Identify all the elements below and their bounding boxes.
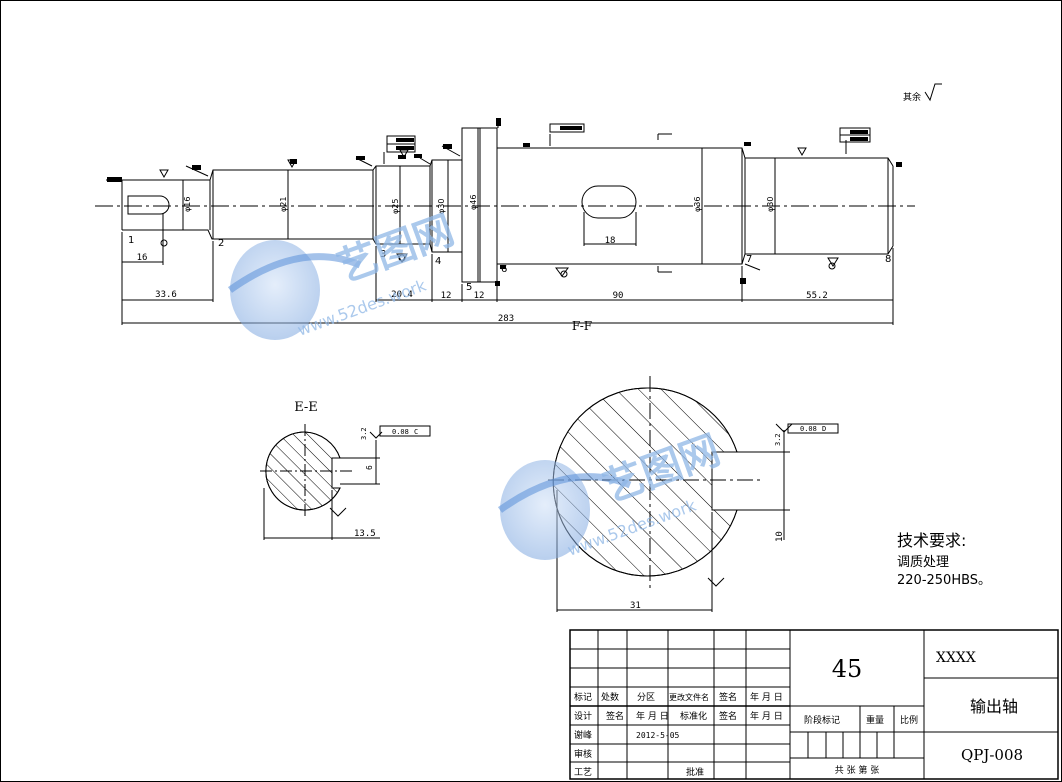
- header-count: 处数: [601, 691, 619, 703]
- dimension-label: 33.6: [155, 290, 177, 300]
- datum-letter: D: [822, 425, 826, 433]
- diameter-label: φ30: [766, 197, 775, 212]
- tolerance-value: 0.08: [392, 428, 409, 436]
- section-big-view: [548, 376, 793, 612]
- company-name: XXXX: [936, 650, 976, 666]
- header-signature: 签名: [719, 691, 737, 703]
- row-standardization: 标准化: [680, 710, 707, 722]
- dimension-label: 12: [474, 291, 485, 301]
- material: 45: [832, 655, 863, 683]
- section-e-labels: 0.08 C 6 13.5 3.2: [354, 427, 418, 539]
- diameter-label: φ36: [693, 197, 702, 212]
- station-numbers: 1 2 3 4 5 6 7 8: [128, 235, 891, 293]
- drafter-name: 谢峰: [574, 729, 592, 741]
- row-signature: 签名: [606, 710, 624, 722]
- section-label-ff: F-F: [572, 319, 592, 333]
- gdt-markers: [107, 118, 902, 286]
- width-dimension: 13.5: [354, 529, 376, 539]
- station-number: 1: [128, 235, 134, 246]
- tech-title: 技术要求:: [897, 531, 966, 550]
- roughness-note: 其余: [903, 91, 921, 103]
- station-number: 8: [885, 254, 891, 265]
- watermark-brand: 艺图网: [332, 207, 460, 291]
- header-mark: 标记: [574, 691, 592, 703]
- depth-dimension: 10: [775, 531, 785, 542]
- station-number: 4: [435, 256, 441, 267]
- dimension-label: 55.2: [806, 291, 828, 301]
- tech-line: 220-250HBS。: [897, 573, 991, 588]
- roughness-value: 3.2: [774, 433, 782, 446]
- row-craft: 工艺: [574, 767, 592, 778]
- header-change-file: 更改文件名: [669, 692, 709, 702]
- row-approve: 批准: [686, 766, 704, 778]
- tolerance-value: 0.08: [800, 425, 817, 433]
- row-signature-2: 签名: [719, 710, 737, 722]
- stage-mark: 阶段标记: [804, 714, 840, 726]
- header-zone: 分区: [637, 692, 655, 703]
- title-block-text: 标记 处数 分区 更改文件名 签名 年 月 日 设计 签名 年 月 日 标准化 …: [574, 650, 1023, 778]
- station-number: 7: [746, 254, 752, 265]
- gdt-frame-fills: [396, 126, 868, 150]
- station-number: 5: [466, 282, 472, 293]
- dimension-label: 20.4: [391, 290, 413, 300]
- drafting-date: 2012-5-05: [636, 731, 680, 740]
- dimension-label: 283: [498, 314, 514, 324]
- datum-letter: C: [414, 428, 418, 436]
- diameter-label: φ25: [391, 199, 400, 214]
- roughness-symbols: [159, 83, 942, 278]
- station-number: 3: [380, 249, 386, 260]
- width-dimension: 31: [630, 601, 641, 611]
- roughness-value: 3.2: [360, 427, 368, 440]
- dimension-label: 12: [441, 291, 452, 301]
- title-block: [569, 629, 1059, 780]
- diameter-labels: φ16 φ21 φ25 φ30 φ46 φ36 φ30: [183, 195, 775, 214]
- main-view: [95, 118, 915, 325]
- scale-label: 比例: [900, 714, 918, 726]
- part-name: 输出轴: [970, 697, 1018, 716]
- station-number: 6: [501, 264, 507, 275]
- section-e-view: [260, 424, 383, 540]
- section-big-labels: 0.08 D 10 31 3.2: [630, 425, 826, 611]
- row-design: 设计: [574, 710, 592, 722]
- row-date: 年 月 日: [636, 710, 669, 722]
- station-number: 2: [218, 238, 224, 249]
- dimension-label: 18: [605, 236, 616, 246]
- dimension-labels: 16 33.6 20.4 12 12 18 90 55.2 283: [137, 236, 828, 324]
- sheet-count: 共 张 第 张: [835, 764, 880, 776]
- header-date: 年 月 日: [750, 691, 783, 703]
- depth-dimension: 6: [365, 465, 374, 470]
- row-check: 审核: [574, 748, 592, 760]
- diameter-label: φ16: [183, 197, 192, 212]
- diameter-label: φ21: [279, 197, 288, 212]
- section-label-ee: E-E: [294, 400, 318, 415]
- diameter-label: φ46: [469, 195, 478, 210]
- dimension-label: 16: [137, 253, 148, 263]
- row-date-2: 年 月 日: [750, 710, 783, 722]
- weight-label: 重量: [866, 714, 884, 726]
- diameter-label: φ30: [437, 199, 446, 214]
- gdt-frames: [379, 123, 871, 437]
- drawing-number: QPJ-008: [961, 746, 1023, 764]
- dimension-label: 90: [613, 291, 624, 301]
- tech-line: 调质处理: [897, 555, 949, 570]
